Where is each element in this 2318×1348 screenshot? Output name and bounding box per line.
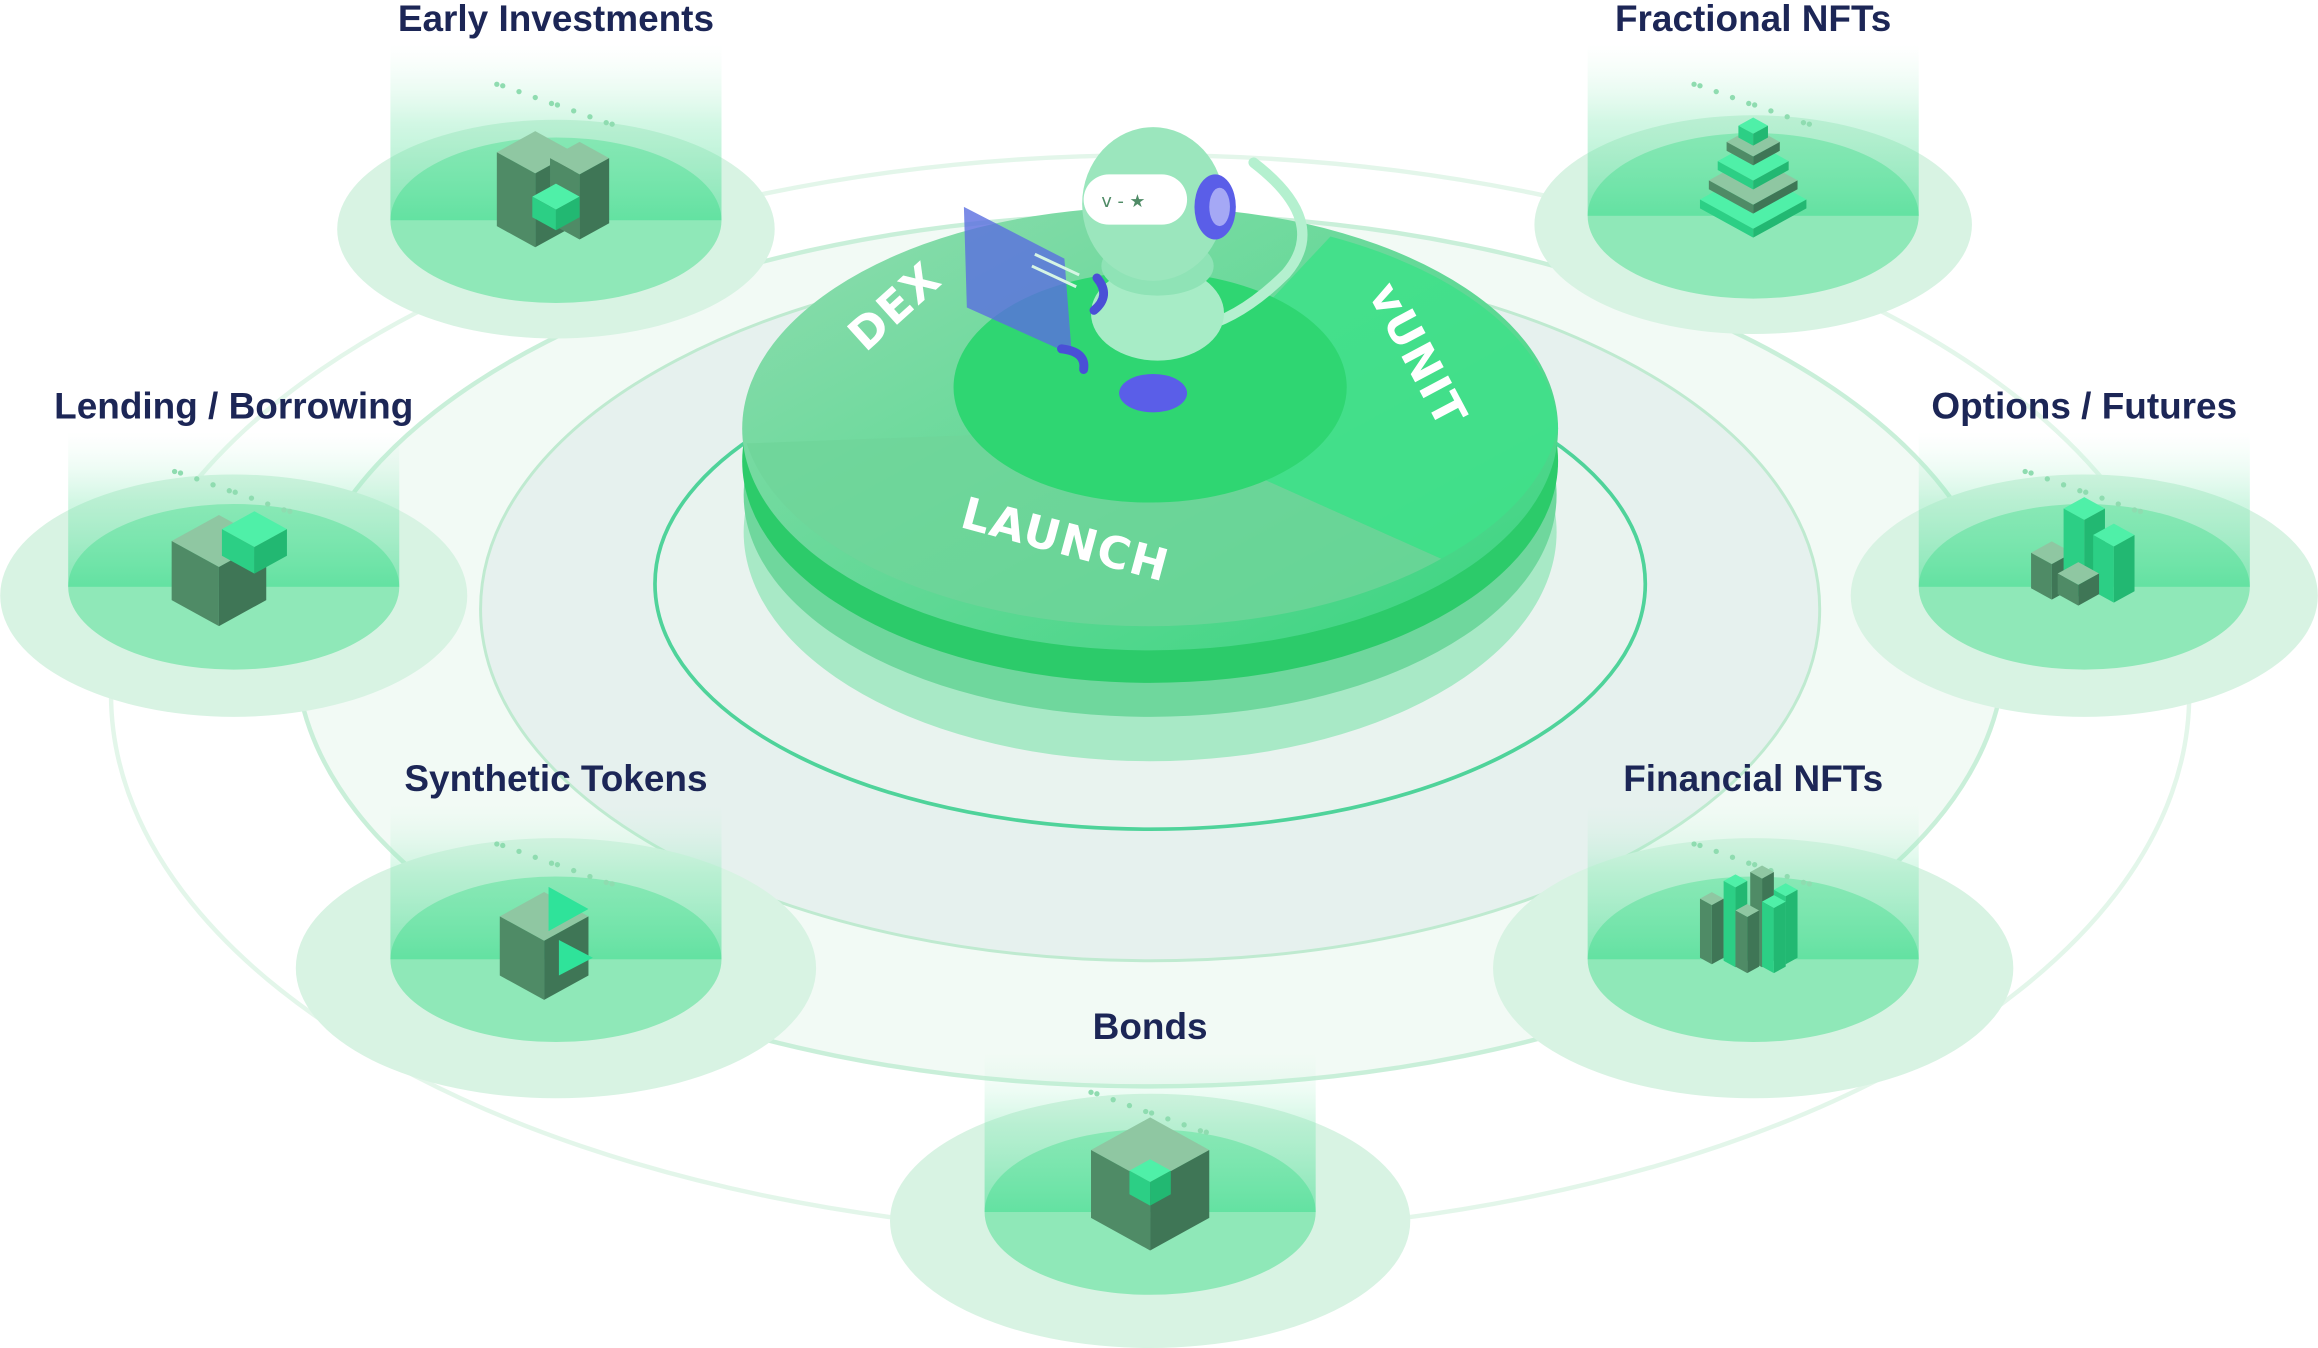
node-fractional-nfts[interactable]: Fractional NFTs [1534, 0, 1972, 335]
financial-nfts-towers-icon [1699, 865, 1798, 974]
early-investments-cube-icon [496, 131, 610, 248]
particles-icon [171, 468, 293, 515]
node-early-investments[interactable]: Early Investments [337, 0, 775, 339]
options-futures-bars-icon [2031, 497, 2135, 606]
node-label: Options / Futures [1931, 385, 2237, 426]
particles-icon [1691, 841, 1813, 887]
synthetic-tokens-play-block-icon [499, 886, 593, 1000]
particles-icon [2022, 468, 2144, 515]
central-platform: DEX vUNIT LAUNCH [742, 206, 1559, 762]
node-synthetic-tokens[interactable]: Synthetic Tokens [295, 758, 817, 1099]
particles-icon [494, 81, 615, 127]
fractional-nfts-stack-icon [1699, 117, 1807, 238]
node-label: Fractional NFTs [1615, 0, 1891, 39]
node-label: Lending / Borrowing [54, 385, 413, 426]
bonds-hollow-cube-icon [1091, 1117, 1210, 1251]
node-financial-nfts[interactable]: Financial NFTs [1493, 758, 2014, 1099]
particles-icon [494, 841, 615, 887]
node-lending-borrowing[interactable]: Lending / Borrowing [0, 385, 468, 717]
particles-icon [1088, 1089, 1209, 1135]
node-label: Synthetic Tokens [404, 758, 707, 799]
particles-icon [1691, 81, 1813, 127]
node-label: Financial NFTs [1623, 758, 1883, 799]
robot-mascot-icon: v - ★ [963, 127, 1308, 413]
lending-borrowing-c-block-icon [171, 511, 287, 627]
svg-text:v - ★: v - ★ [1101, 192, 1145, 212]
node-label: Bonds [1093, 1006, 1208, 1047]
node-label: Early Investments [398, 0, 714, 39]
node-options-futures[interactable]: Options / Futures [1850, 385, 2318, 717]
node-bonds[interactable]: Bonds [889, 1006, 1411, 1348]
